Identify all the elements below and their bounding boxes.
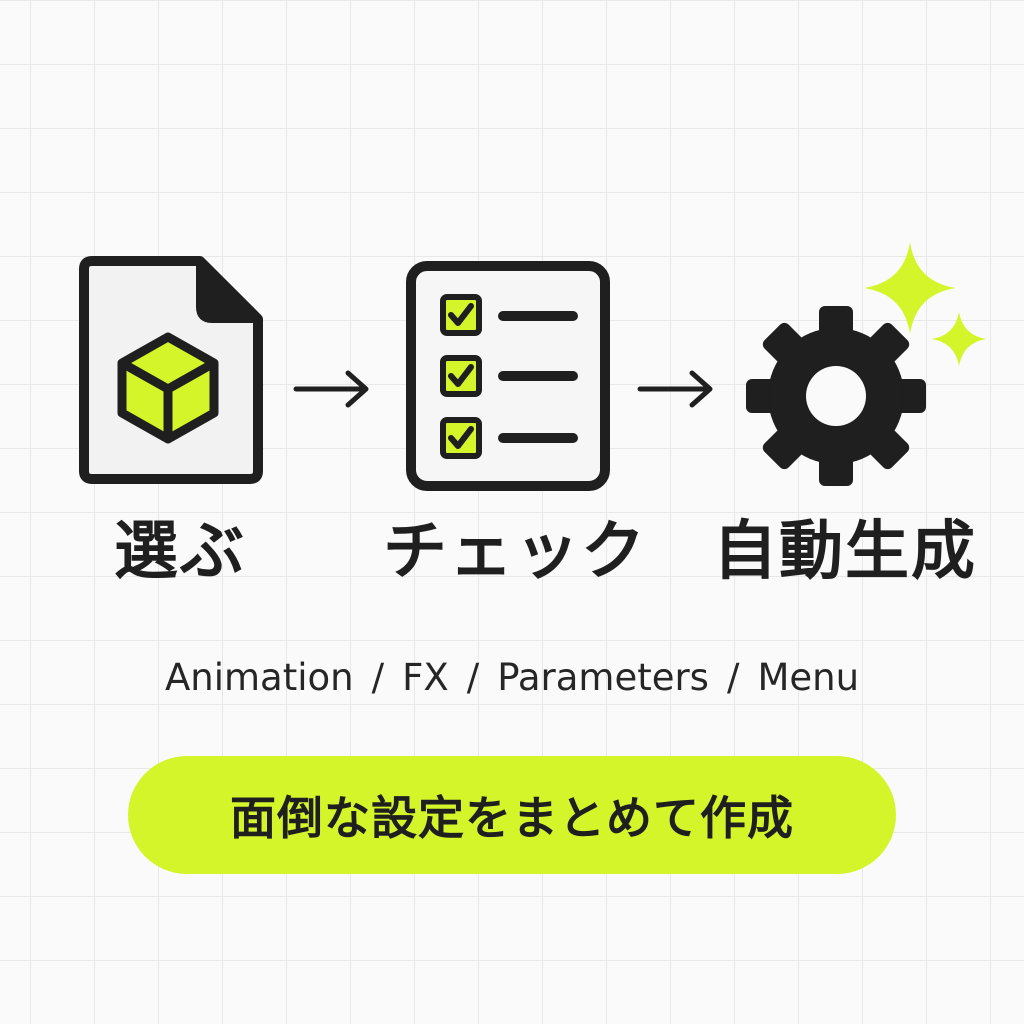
category-separator: / [466,656,480,699]
checklist-icon [405,260,611,492]
category-parameters: Parameters [497,656,709,699]
cube-icon [117,332,219,444]
category-menu: Menu [757,656,860,699]
step-label-check: チェック [383,515,647,589]
step-label-choose: 選ぶ [114,515,246,589]
category-separator: / [726,656,740,699]
category-fx: FX [402,656,449,699]
checkbox-icon [440,294,482,336]
file-cube-icon [78,255,264,485]
step-label-generate: 自動生成 [713,515,977,589]
checkbox-icon [440,417,482,459]
category-list: Animation / FX / Parameters / Menu [0,652,1024,704]
gear-icon [745,305,927,487]
category-separator: / [371,656,385,699]
arrow-right-icon [292,367,374,411]
tagline-banner: 面倒な設定をまとめて作成 [128,756,896,874]
arrow-right-icon [636,367,718,411]
checkbox-icon [440,355,482,397]
tagline-text: 面倒な設定をまとめて作成 [230,791,794,845]
category-animation: Animation [164,656,354,699]
sparkle-icon [930,310,988,368]
sparkle-icon [862,240,958,336]
